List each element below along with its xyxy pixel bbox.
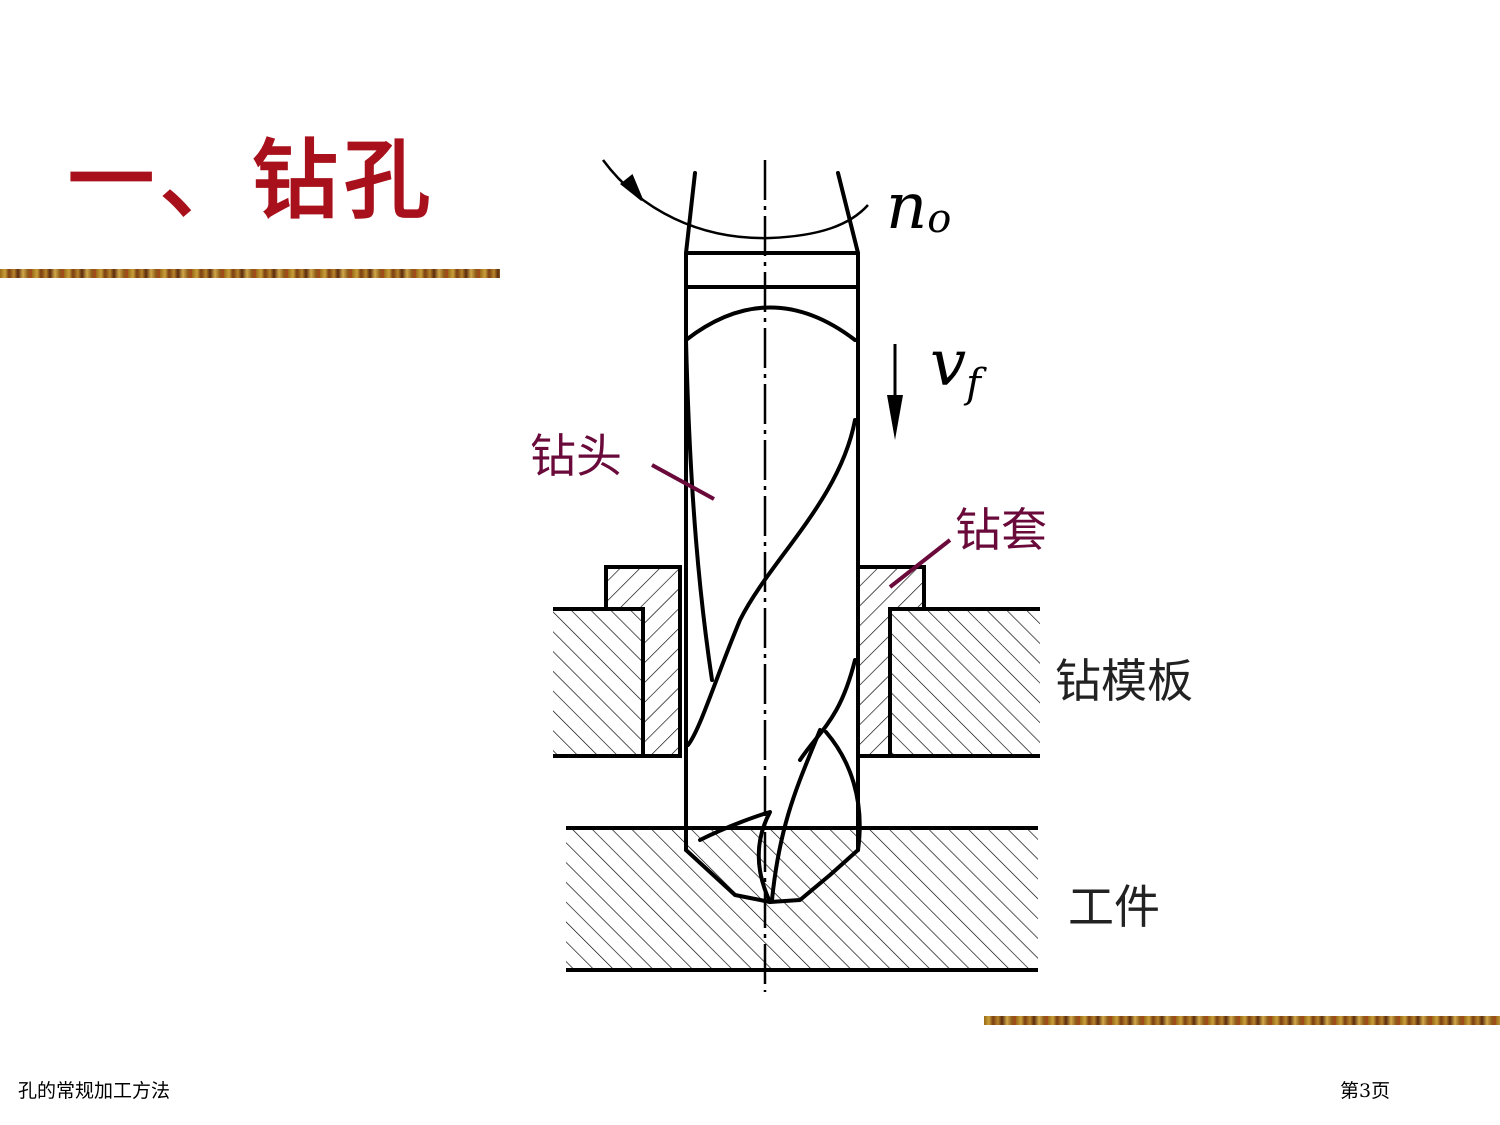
drill-bit — [684, 171, 862, 904]
rotation-symbol: no — [886, 170, 951, 244]
drill-leader-line — [651, 463, 715, 501]
footer-course-title: 孔的常规加工方法 — [18, 1080, 171, 1102]
rotation-arrow-icon — [601, 159, 869, 240]
feed-arrow-icon — [887, 344, 903, 440]
sleeve-label: 钻套 — [955, 503, 1047, 557]
footer-page-number: 第3页 — [1340, 1080, 1391, 1102]
slide-title: 一、钻孔 — [68, 131, 436, 231]
drill-plate — [553, 607, 1040, 758]
feed-symbol: vf — [930, 327, 987, 407]
title-underline-rule — [0, 269, 500, 278]
drill-label: 钻头 — [530, 429, 622, 483]
drill-plate-label: 钻模板 — [1055, 654, 1193, 708]
workpiece-label: 工件 — [1068, 880, 1160, 934]
footer-rule — [984, 1016, 1500, 1025]
sleeve-leader-line — [888, 538, 952, 589]
